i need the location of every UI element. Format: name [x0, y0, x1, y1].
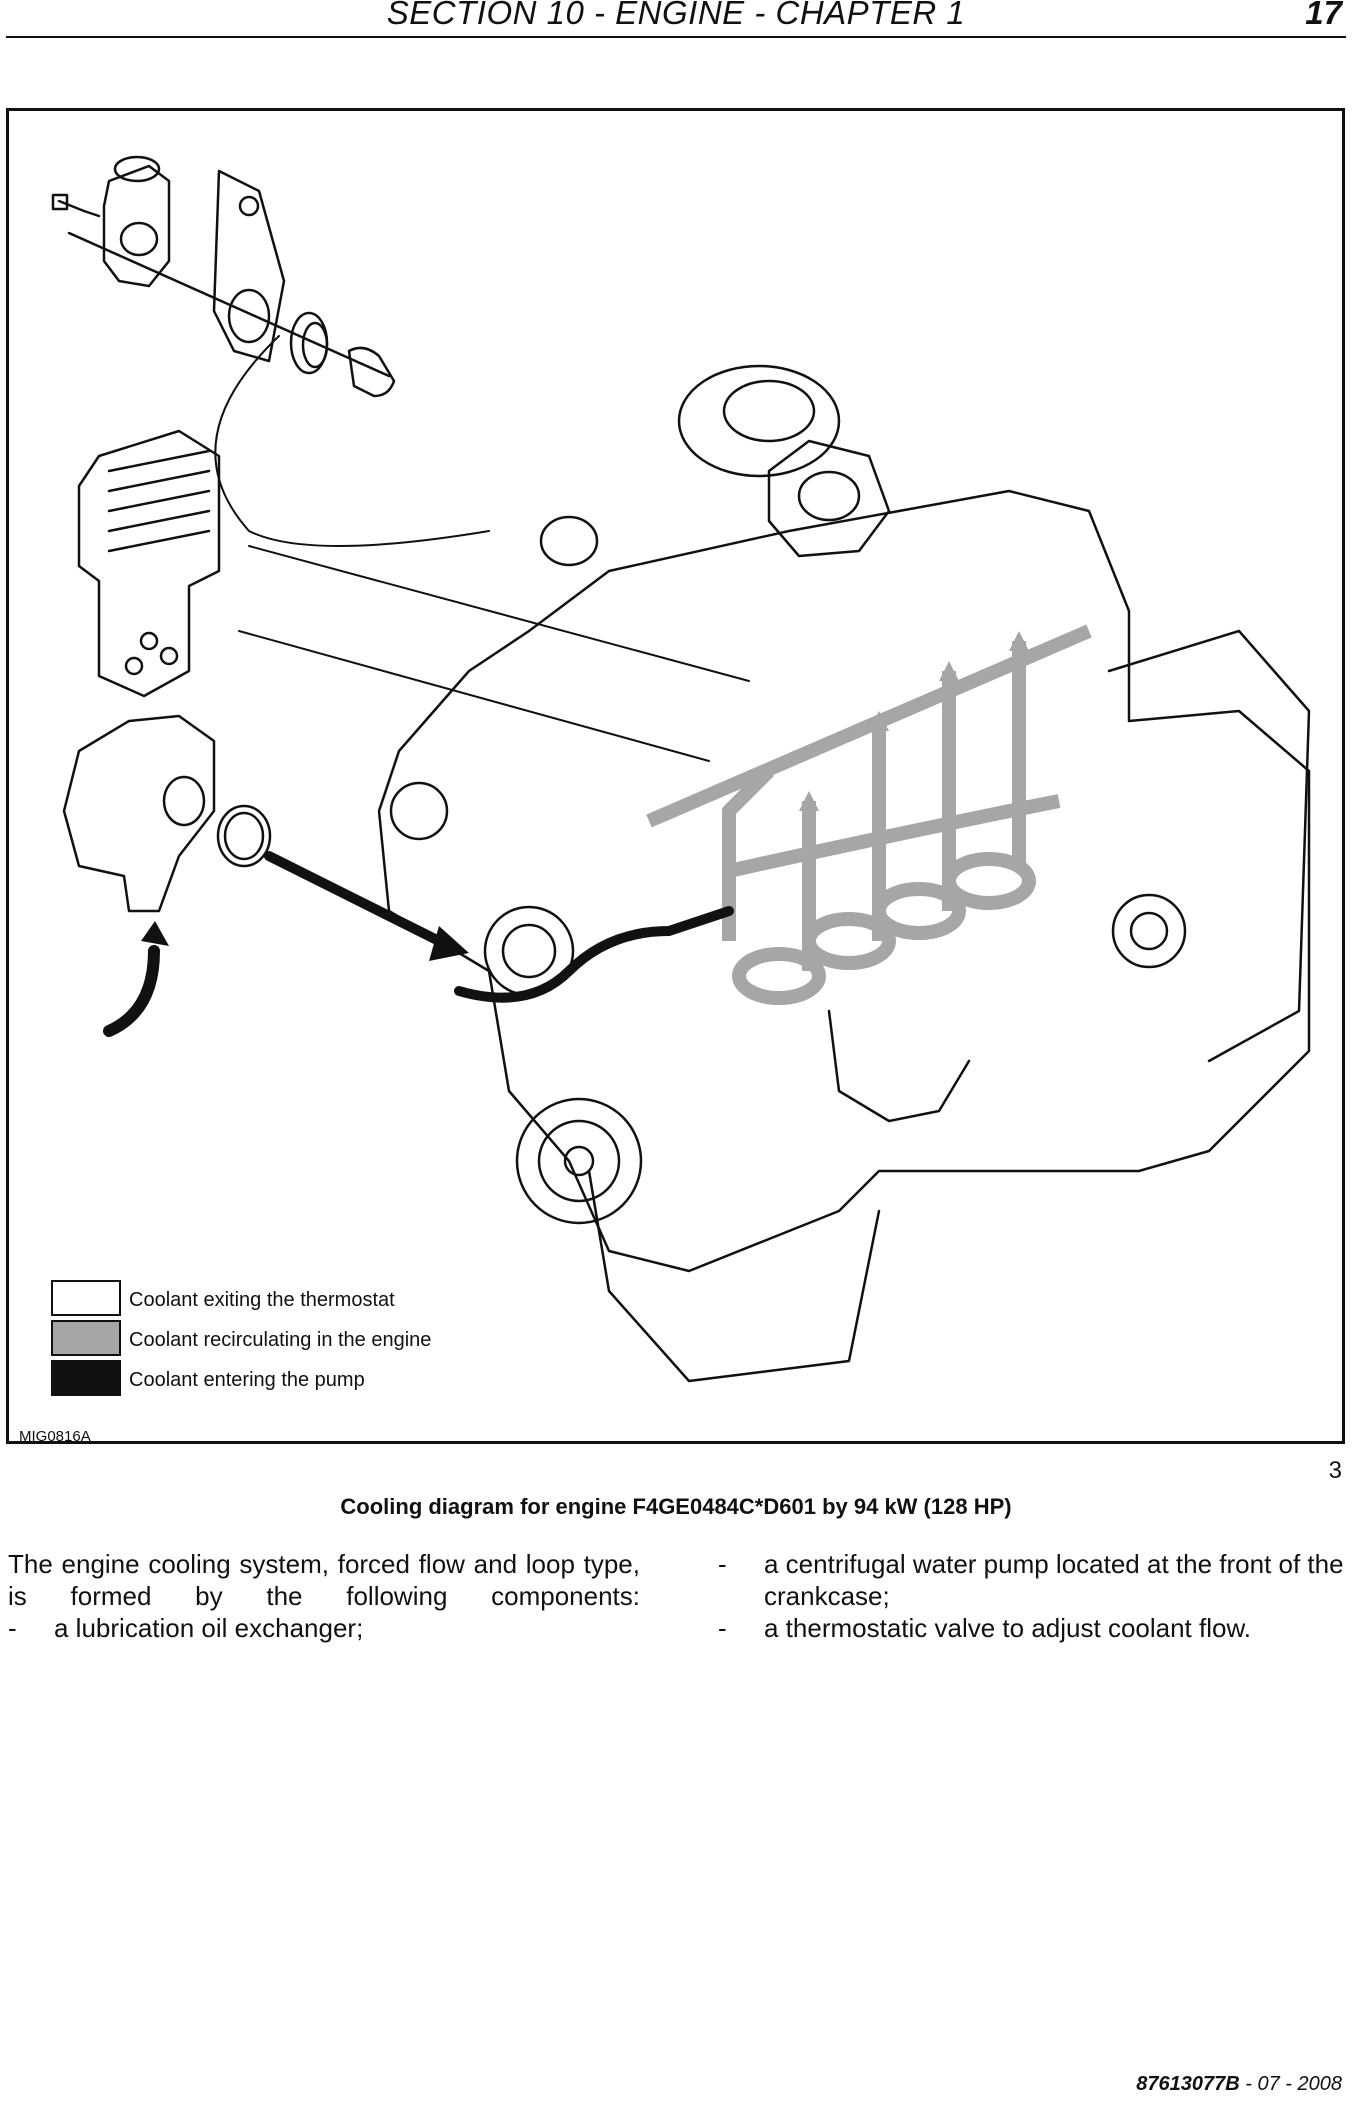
cooling-diagram-figure: Coolant exiting the thermostat Coolant r…	[6, 108, 1345, 1445]
left-column: The engine cooling system, forced flow a…	[8, 1548, 640, 1644]
right-column: - a centrifugal water pump located at th…	[718, 1548, 1348, 1644]
figure-caption: Cooling diagram for engine F4GE0484C*D60…	[340, 1494, 1012, 1519]
water-pump-housing-drawing	[62, 714, 272, 913]
section-title: SECTION 10 - ENGINE - CHAPTER 1	[386, 0, 966, 31]
legend-label: Coolant exiting the thermostat	[129, 1289, 395, 1311]
doc-date: - 07 - 2008	[1239, 2073, 1342, 2095]
engine-cooling-illustration	[51, 155, 1311, 1383]
thermostat-housing-drawing	[51, 155, 396, 398]
legend-label: Coolant recirculating in the engine	[129, 1329, 432, 1351]
figure-code: MIG0816A	[19, 1428, 91, 1445]
list-item-text: a lubrication oil exchanger;	[54, 1613, 364, 1643]
list-item-text: a centrifugal water pump located at the …	[764, 1549, 1344, 1611]
list-item: - a lubrication oil exchanger;	[8, 1612, 640, 1644]
legend-swatch-recirculating	[51, 1320, 121, 1356]
legend-label: Coolant entering the pump	[129, 1369, 365, 1391]
list-dash: -	[718, 1549, 727, 1579]
list-dash: -	[8, 1613, 17, 1643]
pump-inlet-coolant-path	[103, 851, 734, 1037]
doc-number: 87613077B	[1136, 2073, 1240, 2095]
page-number: 17	[1305, 0, 1342, 31]
list-item: - a thermostatic valve to adjust coolant…	[718, 1612, 1348, 1644]
legend-swatch-entering	[51, 1360, 121, 1396]
list-item-text: a thermostatic valve to adjust coolant f…	[764, 1613, 1252, 1643]
legend-swatch-exit	[51, 1280, 121, 1316]
recirculating-coolant-path	[646, 624, 1092, 1005]
list-dash: -	[718, 1613, 727, 1643]
header-rule	[6, 36, 1346, 38]
intro-paragraph: The engine cooling system, forced flow a…	[8, 1549, 640, 1611]
oil-exchanger-drawing	[77, 429, 221, 698]
engine-block-drawing	[377, 364, 1311, 1383]
figure-number: 3	[1328, 1457, 1342, 1484]
footer: 87613077B - 07 - 2008	[1136, 2073, 1342, 2096]
list-item: - a centrifugal water pump located at th…	[718, 1548, 1348, 1612]
